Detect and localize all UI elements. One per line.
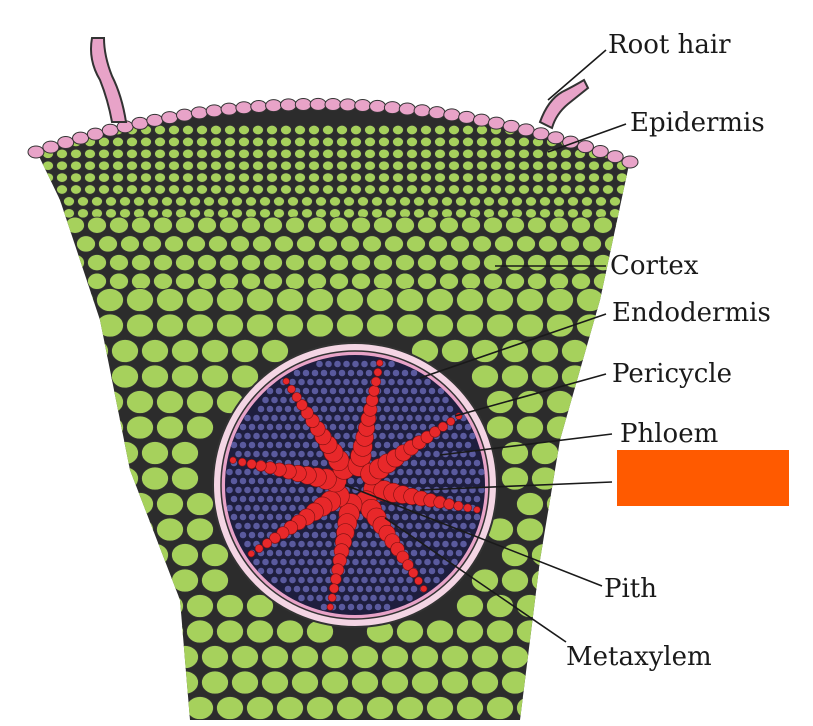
label-endodermis: Endodermis <box>612 298 771 328</box>
hidden-label-box <box>617 450 789 506</box>
leader-lines <box>344 49 627 643</box>
label-phloem: Phloem <box>620 419 719 449</box>
label-pith: Pith <box>604 574 658 604</box>
label-cortex: Cortex <box>610 251 699 281</box>
label-pericycle: Pericycle <box>612 359 732 389</box>
label-epidermis: Epidermis <box>630 108 765 138</box>
label-metaxylem: Metaxylem <box>566 642 712 672</box>
root-hair-right <box>538 78 590 130</box>
label-root-hair: Root hair <box>608 30 731 60</box>
root-hair-left <box>90 37 128 123</box>
stele <box>225 355 485 615</box>
epidermis-layer <box>27 97 639 169</box>
